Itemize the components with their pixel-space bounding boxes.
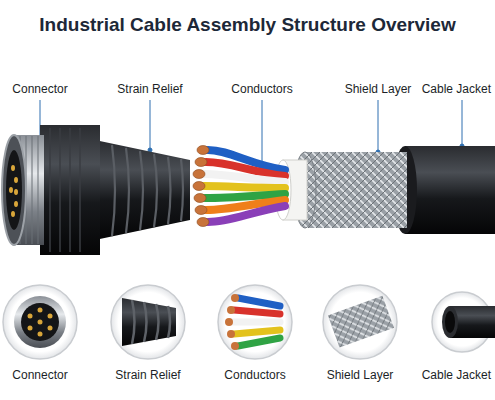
- detail-label: Cable Jacket: [422, 368, 491, 382]
- part-label: Strain Relief: [117, 82, 182, 96]
- diagram-title: Industrial Cable Assembly Structure Over…: [39, 14, 455, 36]
- detail-label: Connector: [12, 368, 67, 382]
- detail-label: Shield Layer: [327, 368, 394, 382]
- detail-label: Conductors: [224, 368, 285, 382]
- detail-label: Strain Relief: [115, 368, 180, 382]
- part-label: Conductors: [231, 82, 292, 96]
- part-label: Cable Jacket: [422, 82, 491, 96]
- part-label: Connector: [12, 82, 67, 96]
- part-label: Shield Layer: [345, 82, 412, 96]
